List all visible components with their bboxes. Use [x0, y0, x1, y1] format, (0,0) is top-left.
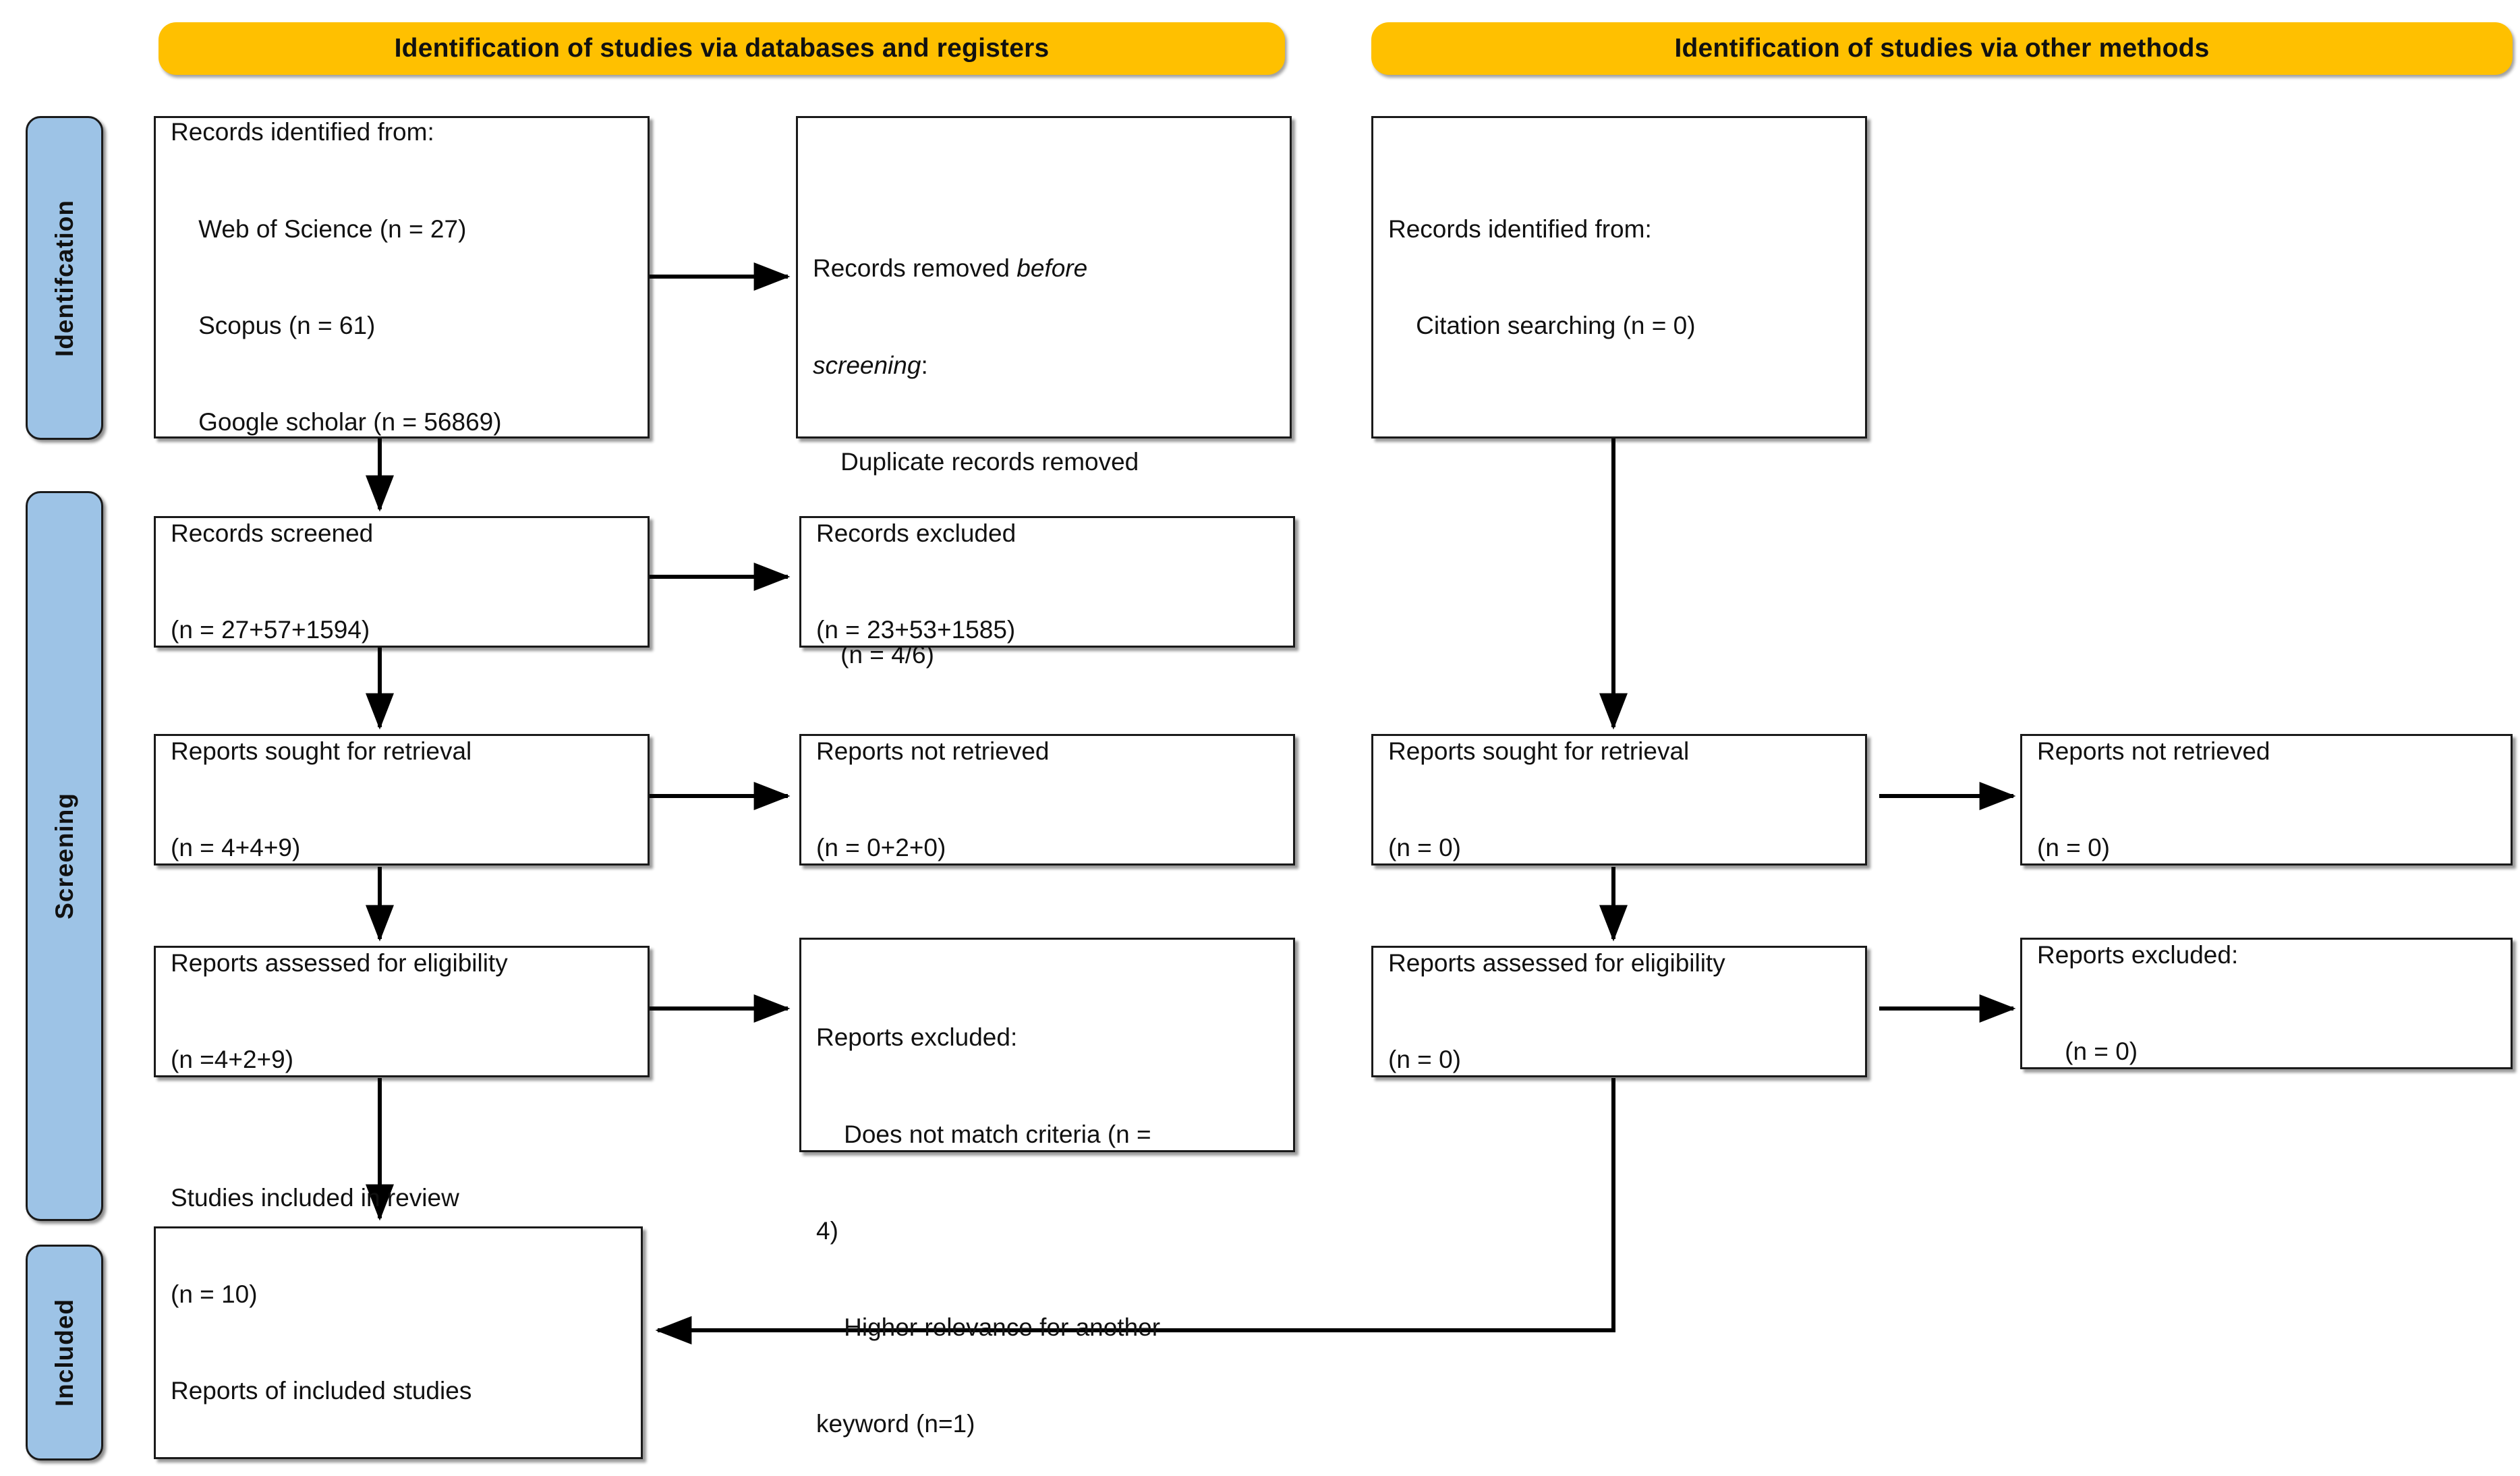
box-db-records-excluded-text: Records excluded (n = 23+53+1585) — [801, 453, 1293, 711]
records-excluded-line-1: Records excluded — [816, 519, 1016, 548]
studies-included-line-2: (n = 10) — [171, 1280, 258, 1309]
studies-included-line-3: Reports of included studies — [171, 1377, 472, 1405]
reports-not-retrieved-line-2: (n = 0+2+0) — [816, 834, 946, 862]
phase-header-other: Identification of studies via other meth… — [1371, 22, 2513, 75]
reports-sought-line-1: Reports sought for retrieval — [171, 737, 472, 766]
other-reports-not-retrieved-line-1: Reports not retrieved — [2037, 737, 2270, 766]
box-db-reports-assessed-text: Reports assessed for eligibility (n =4+2… — [156, 883, 648, 1141]
box-other-reports-assessed-text: Reports assessed for eligibility (n = 0) — [1373, 883, 1865, 1141]
records-identified-line-1: Records identified from: — [171, 118, 434, 146]
stage-label-identification-text: Identifcation — [50, 199, 78, 357]
reports-sought-line-2: (n = 4+4+9) — [171, 834, 301, 862]
reports-excluded-line-5: keyword (n=1) — [816, 1410, 975, 1438]
box-other-records-identified-text: Records identified from: Citation search… — [1373, 148, 1865, 406]
reports-not-retrieved-line-1: Reports not retrieved — [816, 737, 1050, 766]
records-identified-line-4: Google scholar (n = 56869) — [171, 407, 502, 436]
box-other-reports-sought-text: Reports sought for retrieval (n = 0) — [1373, 671, 1865, 929]
box-studies-included-text: Studies included in review (n = 10) Repo… — [156, 1117, 641, 1476]
box-studies-included: Studies included in review (n = 10) Repo… — [154, 1184, 643, 1476]
box-db-records-identified-text: Records identified from: Web of Science … — [156, 52, 648, 503]
box-db-records-excluded: Records excluded (n = 23+53+1585) — [799, 516, 1295, 648]
box-db-records-screened-text: Records screened (n = 27+57+1594) — [156, 453, 648, 711]
box-other-records-identified: Records identified from: Citation search… — [1371, 116, 1867, 438]
records-excluded-line-2: (n = 23+53+1585) — [816, 616, 1016, 644]
other-reports-sought-line-2: (n = 0) — [1388, 834, 1461, 862]
records-identified-line-2: Web of Science (n = 27) — [171, 215, 467, 243]
box-db-reports-excluded-text: Reports excluded: Does not match criteri… — [801, 940, 1293, 1476]
reports-assessed-line-2: (n =4+2+9) — [171, 1046, 294, 1074]
records-screened-line-2: (n = 27+57+1594) — [171, 616, 370, 644]
records-removed-line-1b: before — [1016, 254, 1088, 283]
records-removed-line-1: Records removed before — [813, 252, 1278, 285]
other-reports-sought-line-1: Reports sought for retrieval — [1388, 737, 1690, 766]
studies-included-line-1: Studies included in review — [171, 1183, 459, 1212]
box-db-reports-not-retrieved: Reports not retrieved (n = 0+2+0) — [799, 734, 1295, 865]
phase-header-databases: Identification of studies via databases … — [159, 22, 1285, 75]
box-db-reports-excluded: Reports excluded: Does not match criteri… — [799, 938, 1295, 1438]
reports-excluded-line-3: 4) — [816, 1216, 838, 1245]
box-other-reports-not-retrieved-text: Reports not retrieved (n = 0) — [2022, 671, 2511, 929]
records-removed-line-3: Duplicate records removed — [813, 447, 1139, 476]
records-removed-line-2: screening: — [813, 349, 1278, 382]
other-reports-assessed-line-1: Reports assessed for eligibility — [1388, 949, 1725, 977]
other-records-identified-line-2: Citation searching (n = 0) — [1388, 311, 1696, 339]
reports-excluded-line-1: Reports excluded: — [816, 1023, 1018, 1052]
phase-header-other-label: Identification of studies via other meth… — [1674, 34, 2210, 63]
box-db-reports-assessed: Reports assessed for eligibility (n =4+2… — [154, 946, 650, 1077]
stage-label-included: Included — [26, 1245, 103, 1460]
box-db-reports-sought-text: Reports sought for retrieval (n = 4+4+9) — [156, 671, 648, 929]
phase-header-databases-label: Identification of studies via databases … — [394, 34, 1050, 63]
stage-label-screening-text: Screening — [50, 793, 78, 919]
records-removed-line-1a: Records removed — [813, 254, 1017, 283]
other-reports-excluded-line-1: Reports excluded: — [2037, 941, 2239, 969]
reports-excluded-line-4: Higher relevance for another — [816, 1313, 1161, 1341]
box-other-reports-not-retrieved: Reports not retrieved (n = 0) — [2020, 734, 2513, 865]
other-reports-excluded-line-2: (n = 0) — [2037, 1038, 2138, 1066]
studies-included-line-4: (n = 9) — [171, 1471, 629, 1476]
box-db-records-removed: Records removed before screening: Duplic… — [796, 116, 1292, 669]
box-other-reports-excluded-text: Reports excluded: (n = 0) — [2022, 875, 2511, 1133]
box-other-reports-excluded: Reports excluded: (n = 0) — [2020, 938, 2513, 1069]
reports-excluded-line-2: Does not match criteria (n = — [816, 1120, 1151, 1148]
other-reports-assessed-line-2: (n = 0) — [1388, 1046, 1461, 1074]
stage-label-included-text: Included — [50, 1298, 78, 1407]
box-db-records-screened: Records screened (n = 27+57+1594) — [154, 516, 650, 648]
stage-label-identification: Identifcation — [26, 116, 103, 440]
box-db-reports-sought: Reports sought for retrieval (n = 4+4+9) — [154, 734, 650, 865]
box-db-records-identified: Records identified from: Web of Science … — [154, 116, 650, 438]
records-identified-line-3: Scopus (n = 61) — [171, 311, 376, 339]
other-reports-not-retrieved-line-2: (n = 0) — [2037, 834, 2110, 862]
other-records-identified-line-1: Records identified from: — [1388, 215, 1652, 243]
box-other-reports-assessed: Reports assessed for eligibility (n = 0) — [1371, 946, 1867, 1077]
reports-assessed-line-1: Reports assessed for eligibility — [171, 949, 508, 977]
stage-label-screening: Screening — [26, 491, 103, 1221]
records-removed-line-2b: screening — [813, 351, 921, 379]
records-screened-line-1: Records screened — [171, 519, 374, 548]
records-removed-line-2a: : — [921, 351, 928, 379]
box-other-reports-sought: Reports sought for retrieval (n = 0) — [1371, 734, 1867, 865]
box-db-reports-not-retrieved-text: Reports not retrieved (n = 0+2+0) — [801, 671, 1293, 929]
